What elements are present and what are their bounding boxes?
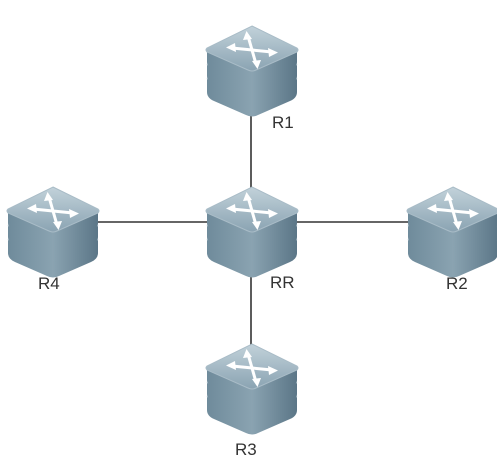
router-icon: [206, 26, 298, 117]
node-rr[interactable]: [206, 187, 298, 278]
label-r2: R2: [446, 274, 468, 293]
label-r1: R1: [272, 113, 294, 132]
label-r3: R3: [235, 440, 257, 459]
router-icon: [407, 187, 497, 278]
router-icon: [7, 187, 99, 278]
router-icon: [206, 344, 298, 435]
node-r4[interactable]: [7, 187, 99, 278]
node-r3[interactable]: [206, 344, 298, 435]
node-r1[interactable]: [206, 26, 298, 117]
label-rr: RR: [270, 273, 295, 292]
router-icon: [206, 187, 298, 278]
label-r4: R4: [38, 274, 60, 293]
node-r2[interactable]: [407, 187, 497, 278]
